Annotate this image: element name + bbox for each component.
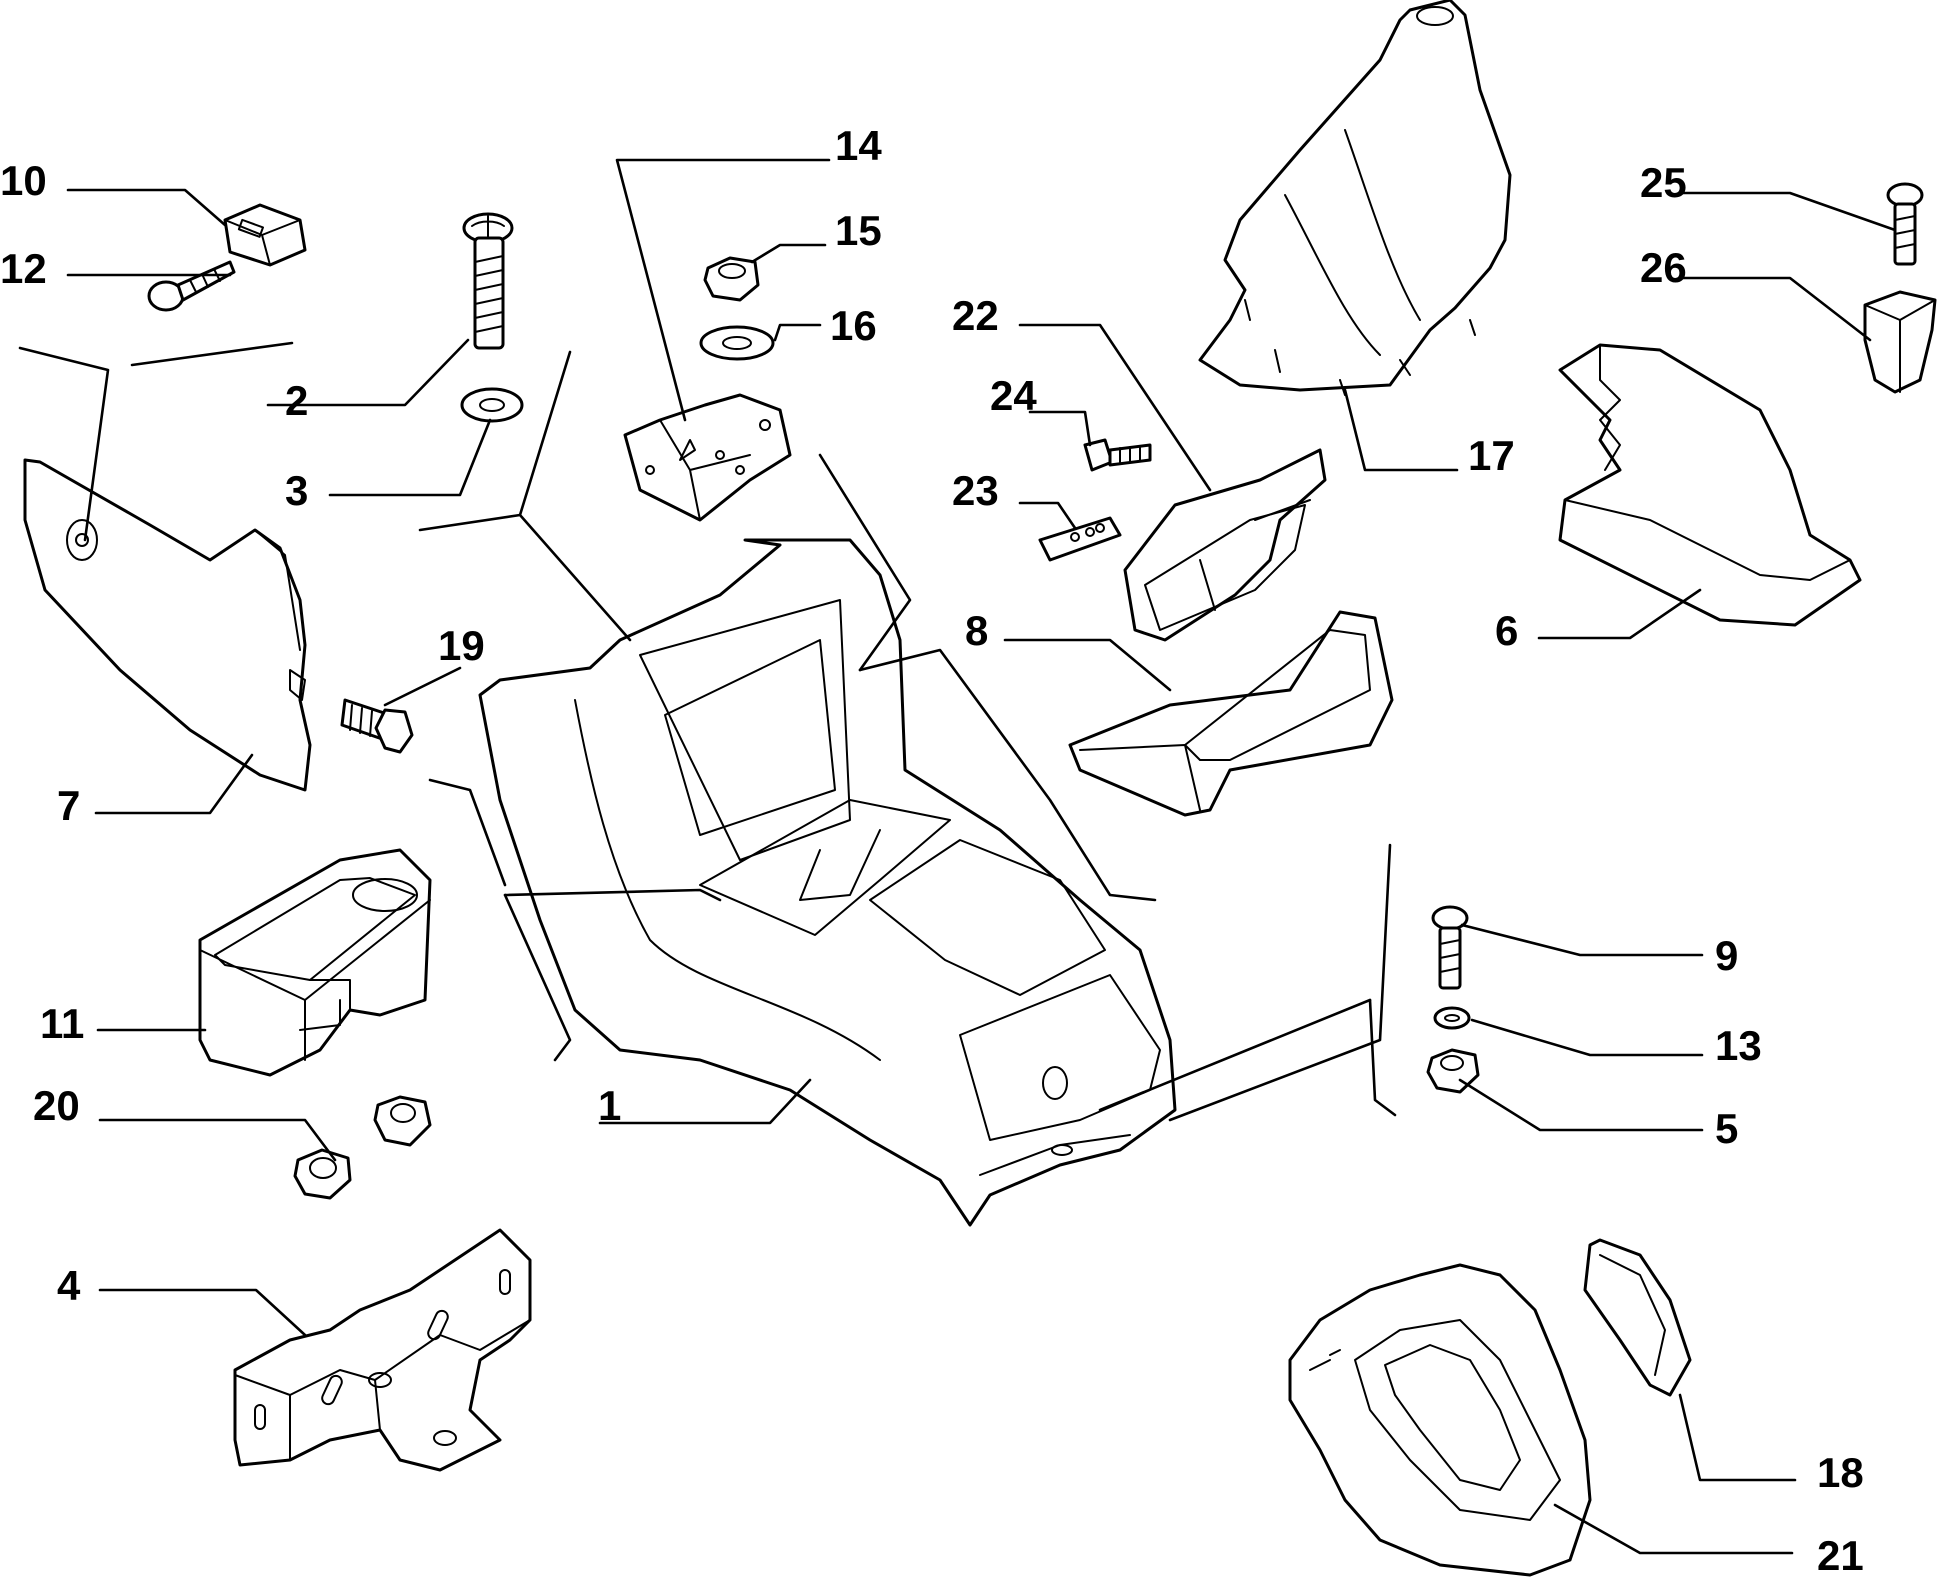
part-15-nut (703, 256, 760, 302)
callout-labels: 1 2 3 4 5 6 7 8 9 10 11 12 13 14 15 16 1… (0, 122, 1864, 1579)
callout-15: 15 (835, 207, 882, 254)
part-19-bolt (340, 698, 414, 754)
part-26-clip (1863, 290, 1937, 394)
part-11-storage-box (198, 848, 432, 1077)
part-14-bracket (623, 393, 792, 522)
callout-20: 20 (33, 1082, 80, 1129)
part-6-boot-base (1558, 343, 1862, 627)
part-23-clip (1038, 516, 1122, 562)
part-16-washer (699, 325, 775, 361)
part-8-tray (1068, 610, 1394, 817)
callout-5: 5 (1715, 1105, 1738, 1152)
callout-12: 12 (0, 245, 47, 292)
part-21-trim (1288, 1263, 1592, 1577)
callout-19: 19 (438, 622, 485, 669)
callout-24: 24 (990, 372, 1037, 419)
part-4-bracket (233, 1228, 532, 1472)
callout-8: 8 (965, 607, 988, 654)
callout-6: 6 (1495, 607, 1518, 654)
callout-9: 9 (1715, 932, 1738, 979)
part-17-gear-boot (1198, 0, 1512, 396)
callout-18: 18 (1817, 1449, 1864, 1496)
callout-22: 22 (952, 292, 999, 339)
callout-21: 21 (1817, 1532, 1864, 1579)
callout-11: 11 (40, 1000, 84, 1047)
callout-1: 1 (598, 1082, 621, 1129)
part-20-nuts (293, 1095, 432, 1200)
part-12-screw (147, 260, 236, 312)
callout-10: 10 (0, 157, 47, 204)
part-7-side-trim (18, 341, 312, 792)
callout-4: 4 (57, 1262, 81, 1309)
callout-26: 26 (1640, 244, 1687, 291)
callout-16: 16 (830, 302, 877, 349)
part-22-bezel (1123, 448, 1327, 642)
part-9-bolt (1431, 905, 1469, 990)
callout-23: 23 (952, 467, 999, 514)
part-24-screw (1083, 438, 1152, 472)
callout-7: 7 (57, 782, 80, 829)
callout-17: 17 (1468, 432, 1515, 479)
leader-lines (66, 158, 1897, 1555)
callout-25: 25 (1640, 159, 1687, 206)
part-13-washer (1433, 1006, 1471, 1030)
part-3-washer (460, 387, 524, 423)
part-5-nut (1426, 1048, 1480, 1094)
callout-13: 13 (1715, 1022, 1762, 1069)
part-25-screw (1886, 182, 1924, 266)
callout-2: 2 (285, 377, 308, 424)
part-1-center-console (478, 538, 1177, 1227)
part-10-clip (223, 203, 307, 267)
part-2-screw (462, 212, 514, 350)
part-18-cover (1583, 1238, 1692, 1397)
callout-3: 3 (285, 467, 308, 514)
callout-14: 14 (835, 122, 882, 169)
